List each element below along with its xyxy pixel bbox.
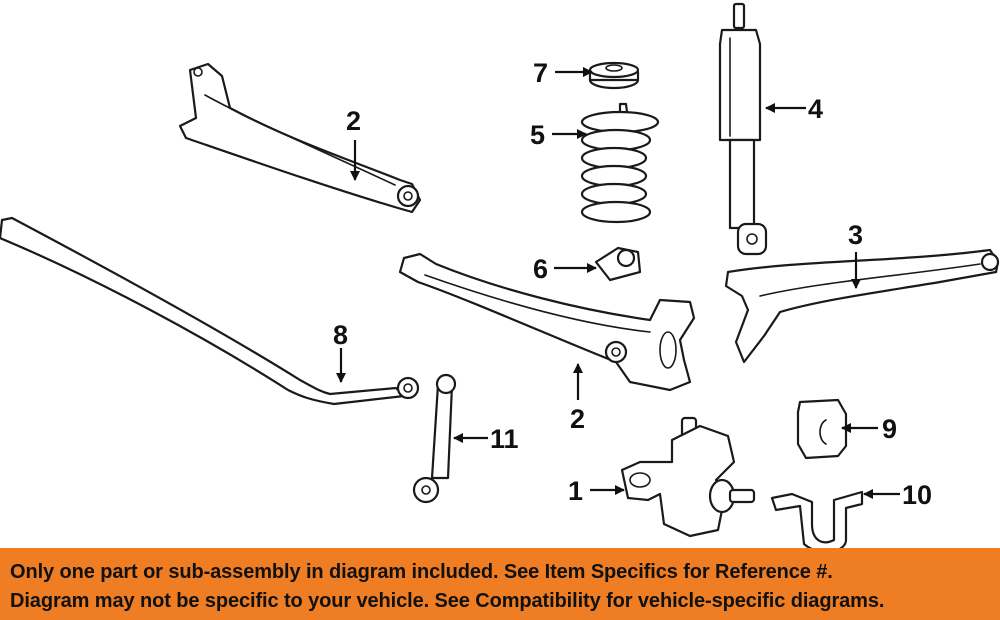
- bushing-bracket: [770, 490, 864, 548]
- callout-7: 7: [533, 58, 548, 88]
- upper-control-arm: [178, 62, 422, 214]
- steering-knuckle: [620, 416, 756, 538]
- lower-control-arm: [398, 252, 696, 392]
- disclaimer-banner: Only one part or sub-assembly in diagram…: [0, 548, 1000, 620]
- radius-arm: [724, 248, 1000, 364]
- callout-6: 6: [533, 254, 548, 284]
- callout-9: 9: [882, 414, 897, 444]
- coil-spring: [580, 102, 660, 224]
- leader-lines: [336, 67, 900, 499]
- callout-2-lower: 2: [570, 404, 585, 434]
- shock-absorber: [718, 2, 768, 256]
- callout-10: 10: [902, 480, 932, 510]
- callout-1: 1: [568, 476, 583, 506]
- disclaimer-line-1: Only one part or sub-assembly in diagram…: [10, 561, 833, 583]
- callout-8: 8: [333, 320, 348, 350]
- callout-2-upper: 2: [346, 106, 361, 136]
- callout-3: 3: [848, 220, 863, 250]
- stabilizer-bar: [0, 216, 420, 406]
- disclaimer-line-2: Diagram may not be specific to your vehi…: [10, 590, 885, 612]
- spring-seat: [594, 246, 642, 282]
- stabilizer-link: [412, 373, 457, 504]
- stabilizer-bushing: [796, 398, 848, 460]
- suspension-parts-diagram: 7 5 6 4 2 2 3 8 11 1 9 10: [0, 2, 1000, 548]
- spring-insulator: [588, 61, 640, 90]
- callout-5: 5: [530, 120, 545, 150]
- callout-4: 4: [808, 94, 823, 124]
- callout-11: 11: [490, 424, 519, 454]
